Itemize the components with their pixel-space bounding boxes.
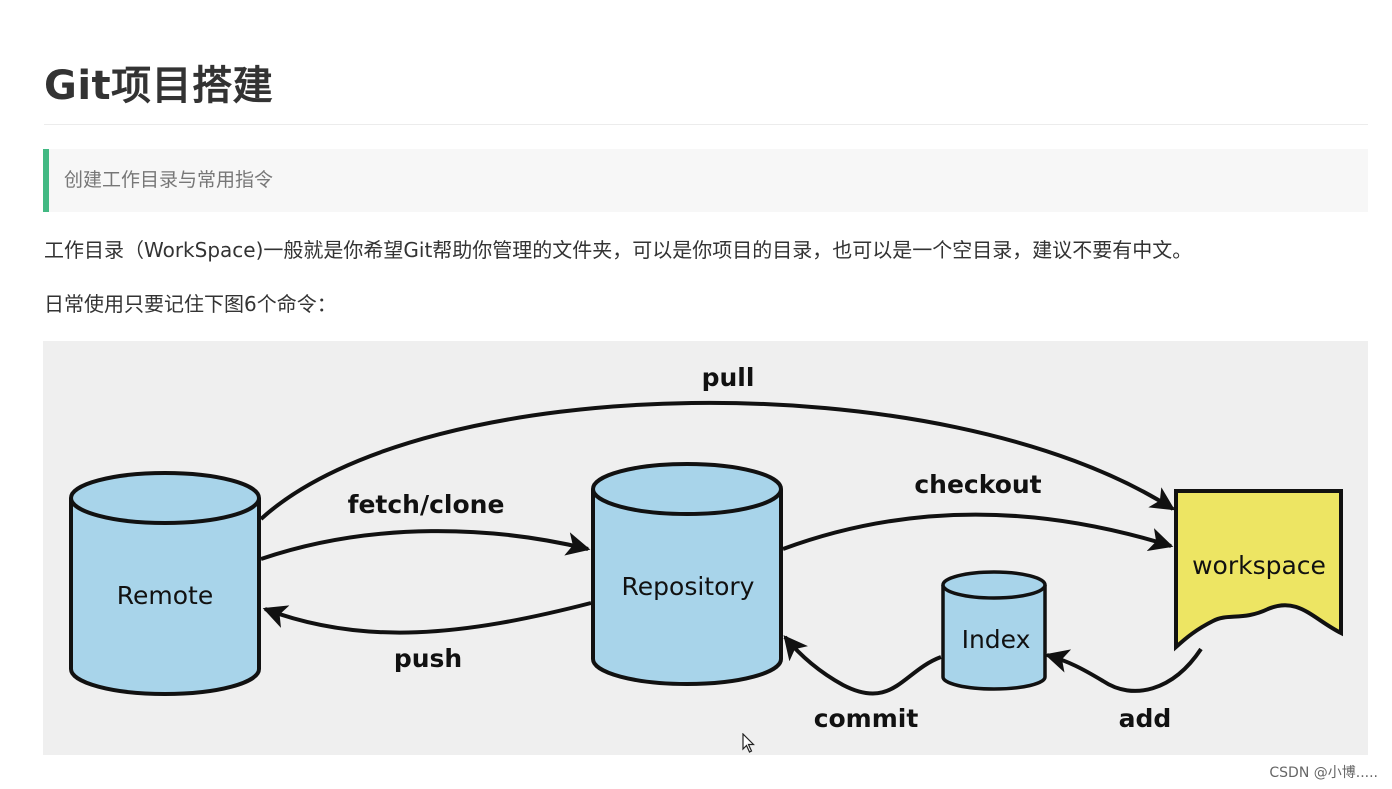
pull-arrow — [259, 400, 1176, 521]
commit-label: commit — [814, 704, 919, 733]
page-title: Git项目搭建 — [44, 63, 274, 109]
blockquote-text: 创建工作目录与常用指令 — [64, 169, 274, 191]
mouse-cursor-icon — [742, 733, 755, 753]
workspace-label: workspace — [1192, 551, 1326, 580]
remote-cylinder: Remote — [69, 471, 261, 696]
repository-cylinder: Repository — [591, 462, 783, 686]
fetch-clone-label: fetch/clone — [348, 490, 505, 519]
checkout-arrow — [782, 512, 1174, 552]
blockquote: 创建工作目录与常用指令 — [43, 149, 1368, 212]
push-arrow — [262, 601, 592, 635]
watermark: CSDN @小博..... — [1269, 765, 1378, 781]
remote-label: Remote — [117, 581, 213, 610]
index-label: Index — [962, 625, 1031, 654]
commit-arrow — [783, 635, 942, 696]
fetch-clone-arrow — [260, 529, 591, 561]
repository-label: Repository — [622, 572, 755, 601]
title-divider — [44, 124, 1368, 125]
add-arrow — [1044, 647, 1203, 693]
add-label: add — [1119, 704, 1172, 733]
checkout-label: checkout — [914, 470, 1041, 499]
paragraph-workspace: 工作目录（WorkSpace)一般就是你希望Git帮助你管理的文件夹，可以是你项… — [44, 238, 1193, 262]
git-workflow-diagram: Remote Repository Index workspace pull — [43, 341, 1368, 755]
paragraph-commands: 日常使用只要记住下图6个命令： — [44, 292, 337, 316]
push-label: push — [394, 644, 462, 673]
index-cylinder: Index — [941, 570, 1047, 691]
workspace-document: workspace — [1174, 489, 1343, 652]
pull-label: pull — [702, 363, 755, 392]
